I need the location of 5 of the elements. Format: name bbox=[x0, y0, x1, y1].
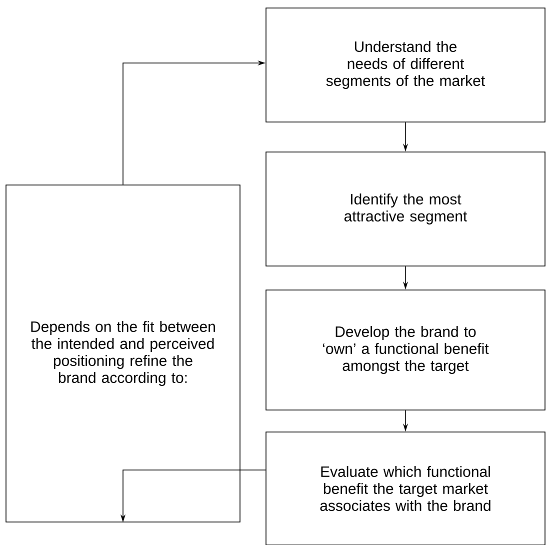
process-box: Depends on the fit between the intended and perceived positioning refine the brand according to: bbox=[6, 184, 240, 522]
process-box: Identify the most attractive segment bbox=[266, 152, 546, 266]
process-box: Evaluate which functional benefit the target market associates with the brand bbox=[266, 432, 546, 545]
process-box: Develop the brand to ‘own’ a functional benefit amongst the target bbox=[266, 290, 546, 410]
process-box: Understand the needs of different segments of the market bbox=[266, 8, 546, 122]
